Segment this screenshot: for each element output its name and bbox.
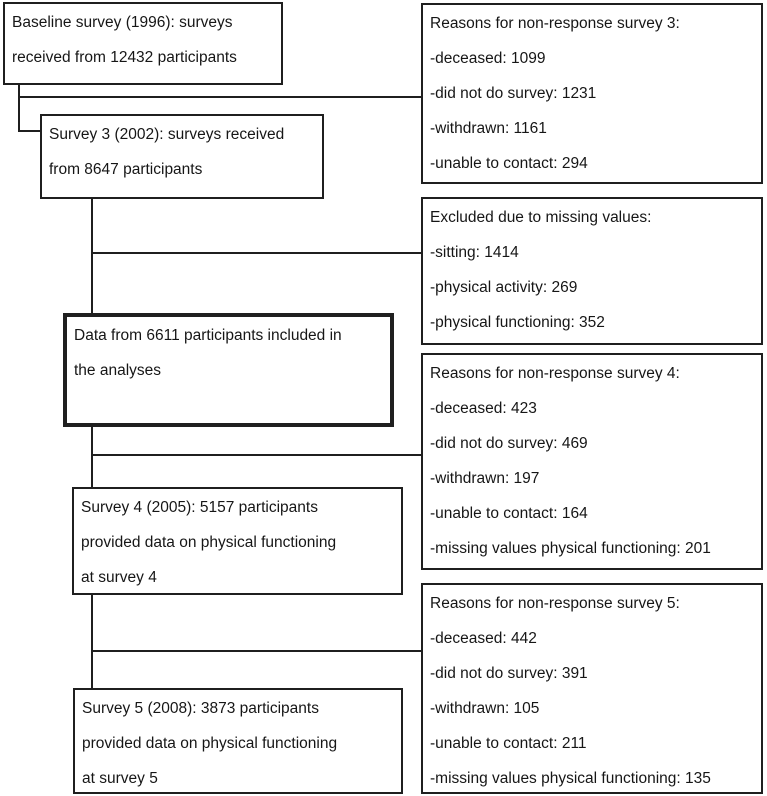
text-line: -physical functioning: 352 <box>430 314 605 331</box>
text-line: -deceased: 442 <box>430 630 537 647</box>
survey5-box: Survey 5 (2008): 3873 participants provid… <box>73 688 403 794</box>
text-line: -missing values physical functioning: 13… <box>430 770 711 787</box>
text-line: Survey 5 (2008): 3873 participants <box>82 700 319 717</box>
text-line: Excluded due to missing values: <box>430 209 652 226</box>
text-line: provided data on physical functioning <box>81 534 337 551</box>
connector-survey3-to-included-line <box>91 199 93 314</box>
connector-elbow-to-survey3-line <box>18 130 42 132</box>
text-line: -withdrawn: 1161 <box>430 120 547 137</box>
text-line: -unable to contact: 164 <box>430 505 588 522</box>
nonresponse-survey5-box: Reasons for non-response survey 5: -decea… <box>421 583 763 794</box>
text-line: at survey 5 <box>82 770 158 787</box>
connector-included-to-survey4-line <box>91 427 93 488</box>
connector-to-excluded-line <box>91 252 421 254</box>
text-line: Data from 6611 participants included in <box>74 327 342 344</box>
text-line: Reasons for non-response survey 4: <box>430 365 680 382</box>
text-line: -deceased: 1099 <box>430 50 546 67</box>
text-line: Survey 4 (2005): 5157 participants <box>81 499 318 516</box>
connector-to-nonresponse3-line <box>18 96 421 98</box>
survey3-box: Survey 3 (2002): surveys received from 86… <box>40 114 324 199</box>
included-in-analyses-box: Data from 6611 participants included in t… <box>63 313 394 427</box>
text-line: -withdrawn: 105 <box>430 700 540 717</box>
text-line: at survey 4 <box>81 569 157 586</box>
text-line: -missing values physical functioning: 20… <box>430 540 711 557</box>
text-line: -did not do survey: 469 <box>430 435 588 452</box>
text-line: the analyses <box>74 362 162 379</box>
text-line: -unable to contact: 294 <box>430 155 588 172</box>
text-line: -did not do survey: 391 <box>430 665 588 682</box>
connector-survey4-to-survey5-line <box>91 595 93 689</box>
text-line: -sitting: 1414 <box>430 244 519 261</box>
connector-to-nonresponse4-line <box>91 454 421 456</box>
baseline-survey-box: Baseline survey (1996): surveys received … <box>3 2 283 85</box>
text-line: provided data on physical functioning <box>82 735 338 752</box>
text-line: Baseline survey (1996): surveys <box>12 14 233 31</box>
nonresponse-survey3-box: Reasons for non-response survey 3: -decea… <box>421 3 763 184</box>
excluded-missing-values-box: Excluded due to missing values: -sitting:… <box>421 197 763 345</box>
text-line: -withdrawn: 197 <box>430 470 540 487</box>
text-line: -unable to contact: 211 <box>430 735 587 752</box>
text-line: -did not do survey: 1231 <box>430 85 597 102</box>
text-line: -deceased: 423 <box>430 400 537 417</box>
nonresponse-survey4-box: Reasons for non-response survey 4: -decea… <box>421 353 763 570</box>
survey4-box: Survey 4 (2005): 5157 participants provid… <box>72 487 403 595</box>
connector-baseline-down-line <box>18 85 20 132</box>
text-line: received from 12432 participants <box>12 49 237 66</box>
text-line: -physical activity: 269 <box>430 279 578 296</box>
text-line: Survey 3 (2002): surveys received <box>49 126 285 143</box>
connector-to-nonresponse5-line <box>91 650 421 652</box>
text-line: Reasons for non-response survey 3: <box>430 15 680 32</box>
text-line: Reasons for non-response survey 5: <box>430 595 680 612</box>
text-line: from 8647 participants <box>49 161 203 178</box>
